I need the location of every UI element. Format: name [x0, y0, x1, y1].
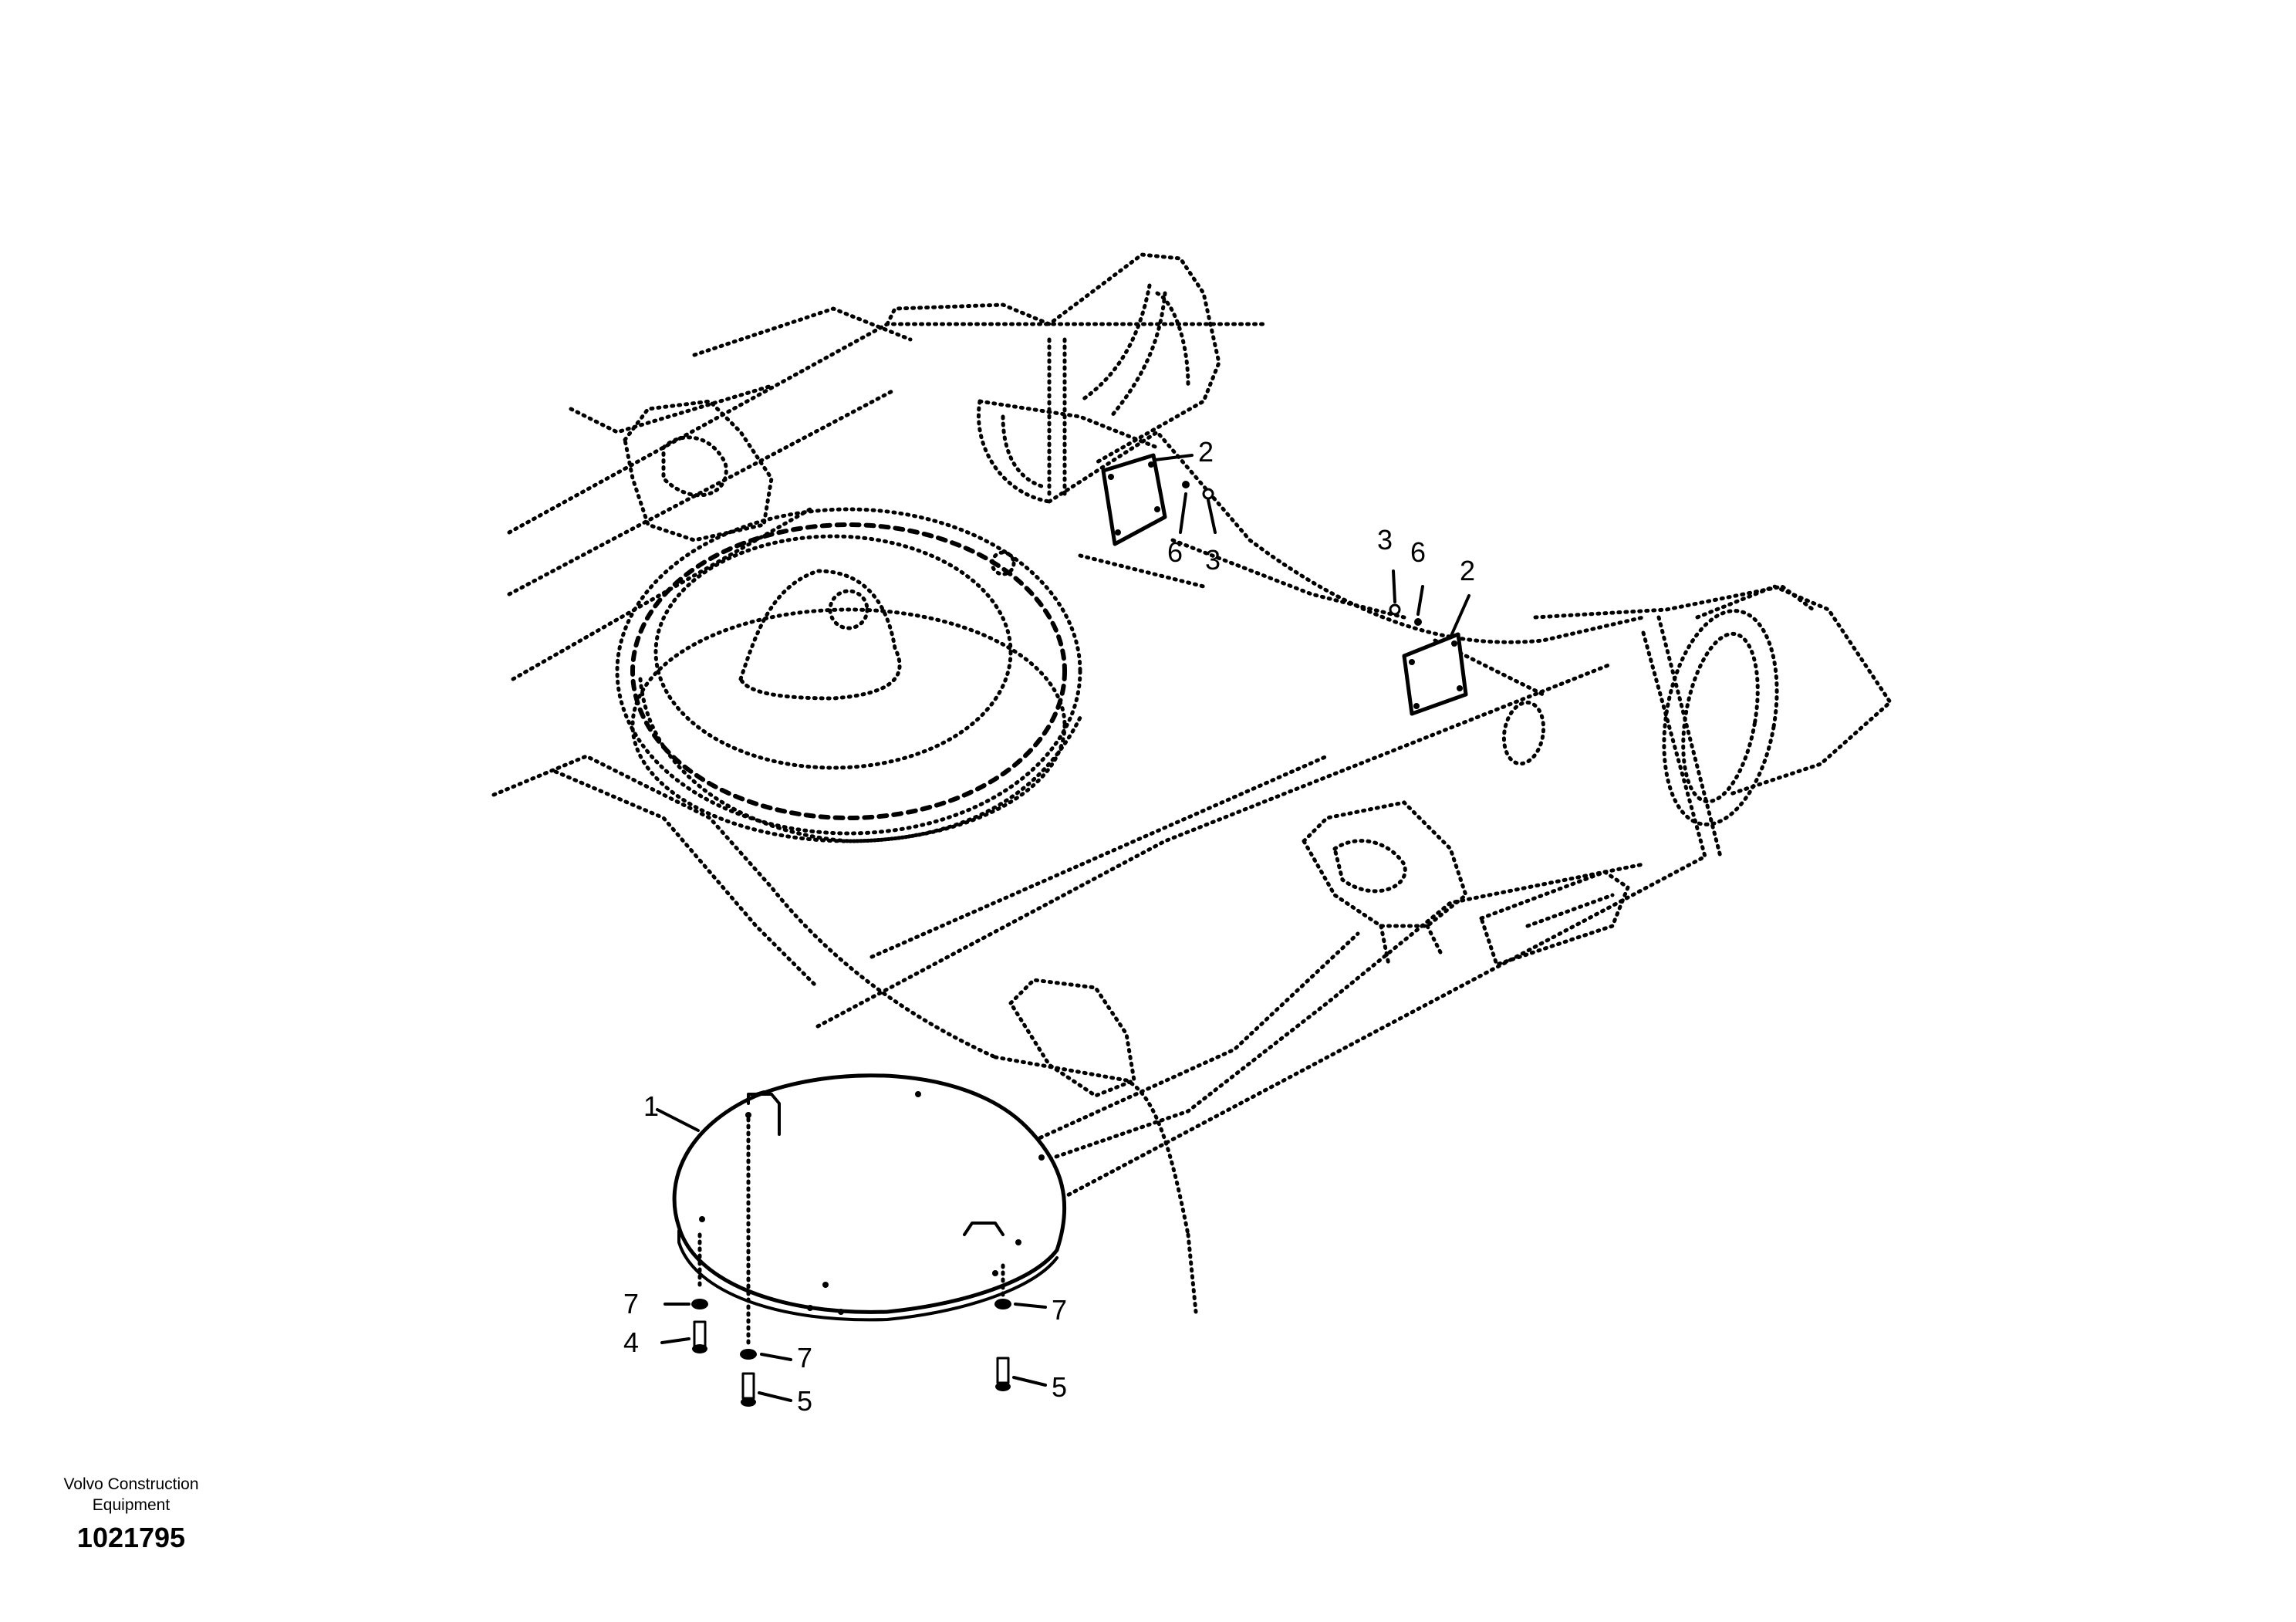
footer-company-line1: Volvo Construction: [63, 1475, 198, 1493]
upper-right-screw: [1389, 603, 1401, 616]
callout-left-bolt: 4: [623, 1326, 639, 1358]
slewing-ring: [615, 507, 1082, 843]
footer-company-line2: Equipment: [93, 1496, 171, 1514]
callout-bottom-cover: 1: [643, 1090, 659, 1122]
upper-right-washer: [1414, 618, 1422, 626]
callout-upper-right-washer: 6: [1410, 536, 1426, 568]
bottom-cover-plate: [672, 1073, 1067, 1322]
callout-upper-left-screw: 3: [1205, 544, 1221, 576]
left-bolt: [692, 1320, 707, 1353]
callout-right-bolt: 5: [1052, 1371, 1067, 1403]
callout-middle-bolt: 5: [797, 1385, 812, 1417]
callout-upper-left-plate: 2: [1198, 436, 1214, 468]
right-bolt: [995, 1357, 1011, 1391]
drawing-number: 1021795: [77, 1522, 185, 1553]
middle-bolt: [741, 1372, 756, 1407]
left-washer: [691, 1299, 708, 1309]
upper-right-cover-plate: [1402, 632, 1546, 766]
callout-upper-right-screw: 3: [1377, 524, 1393, 556]
undercarriage-frame-outline: [491, 252, 1893, 1314]
callout-left-washer: 7: [623, 1288, 639, 1320]
callout-upper-left-washer: 6: [1167, 536, 1183, 568]
callout-right-washer: 7: [1052, 1294, 1067, 1326]
upper-left-washer: [1182, 481, 1190, 488]
callout-middle-washer: 7: [797, 1342, 812, 1374]
callout-upper-right-plate: 2: [1460, 555, 1475, 586]
middle-washer: [740, 1349, 757, 1360]
right-washer: [994, 1299, 1011, 1309]
upper-left-cover-plate: [977, 399, 1167, 546]
upper-left-screw: [1202, 488, 1214, 500]
